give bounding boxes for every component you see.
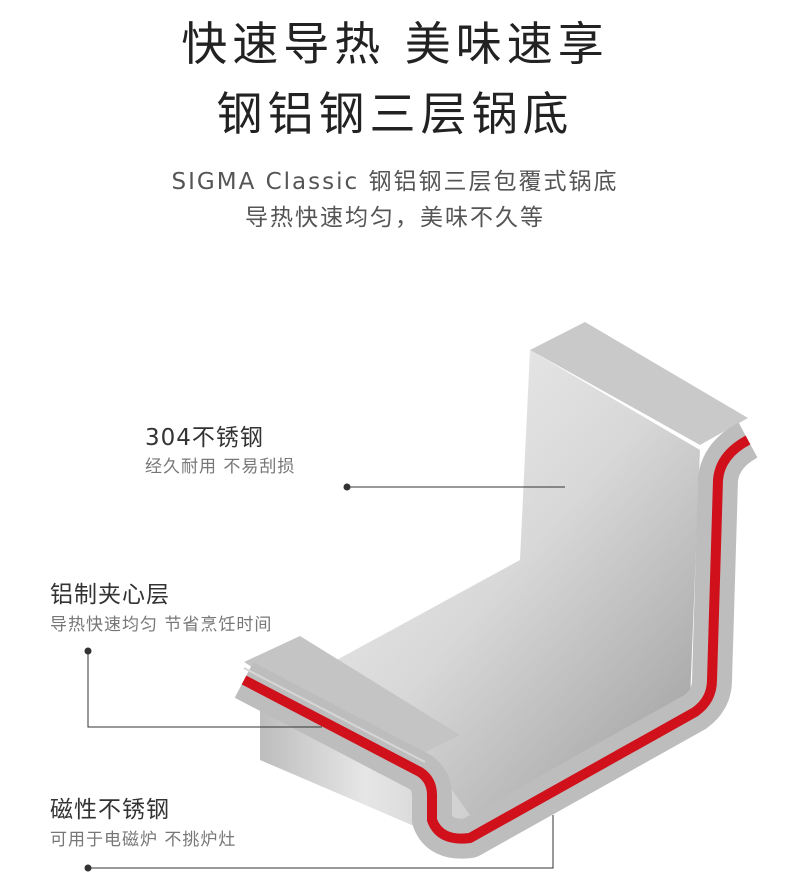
callout-title-aluminum-core: 铝制夹心层 bbox=[50, 582, 170, 608]
title-line-1: 快速导热 美味速享 bbox=[181, 17, 609, 71]
callout-title-304-steel: 304不锈钢 bbox=[145, 425, 264, 451]
callout-desc-304-steel: 经久耐用 不易刮损 bbox=[145, 457, 296, 477]
aluminum-core-layer bbox=[241, 435, 751, 844]
callout-line-3 bbox=[88, 815, 554, 869]
callout-desc-magnetic-steel: 可用于电磁炉 不挑炉灶 bbox=[50, 830, 237, 850]
left-flange-top bbox=[244, 636, 460, 762]
callout-line-2 bbox=[87, 651, 322, 728]
callout-desc-aluminum-core: 导热快速均匀 节省烹饪时间 bbox=[50, 615, 273, 635]
callout-title-magnetic-steel: 磁性不锈钢 bbox=[50, 797, 170, 823]
layer-edge bbox=[243, 667, 426, 763]
subtitle-line-2: 导热快速均匀，美味不久等 bbox=[245, 205, 545, 231]
right-wall-top bbox=[530, 322, 748, 445]
title-line-2: 钢铝钢三层锅底 bbox=[216, 87, 574, 141]
subtitle-line-1: SIGMA Classic 钢铝钢三层包覆式锅底 bbox=[171, 169, 619, 195]
